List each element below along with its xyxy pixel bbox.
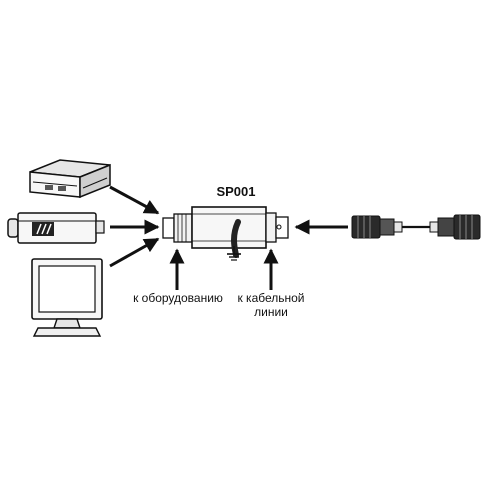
- ground-symbol-icon: [227, 246, 241, 261]
- arrow-from-monitor: [109, 237, 160, 268]
- label-to-cable-line: к кабельной линии: [226, 291, 316, 319]
- label-to-equipment: к оборудованию: [133, 291, 223, 305]
- monitor-icon: [31, 258, 103, 337]
- label-cable-line-1: к кабельной: [237, 291, 305, 305]
- security-camera-icon: [7, 212, 105, 244]
- bnc-cable-icon: [351, 214, 481, 240]
- surge-protector-icon: [162, 206, 289, 258]
- label-cable-line-2: линии: [254, 305, 288, 319]
- arrow-from-server: [109, 185, 160, 215]
- server-rack-icon: [29, 159, 111, 199]
- device-title: SP001: [216, 184, 256, 199]
